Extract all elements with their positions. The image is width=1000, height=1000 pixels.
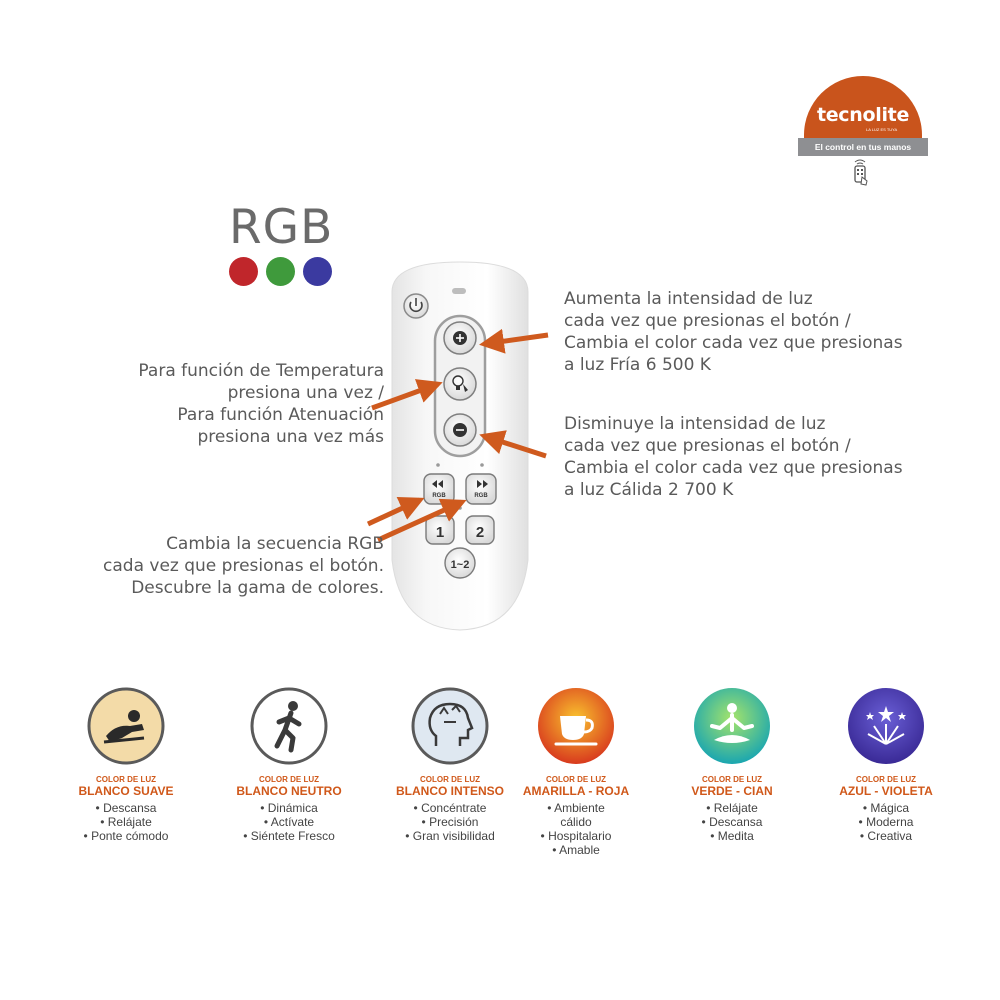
increase-annotation: Aumenta la intensidad de luz cada vez qu… <box>564 289 903 375</box>
power-button <box>403 293 429 319</box>
coffee-cup-icon <box>538 688 614 764</box>
decrease-annotation: Disminuye la intensidad de luz cada vez … <box>564 414 903 500</box>
button-1-2-label: 1~2 <box>451 559 470 571</box>
green-dot <box>266 257 295 286</box>
arrow-increase <box>479 328 549 354</box>
feature-amarilla-roja: COLOR DE LUZ AMARILLA - ROJA • Ambiente … <box>506 686 646 857</box>
button-2 <box>465 515 495 545</box>
remote-hand-icon <box>854 159 868 186</box>
rgb-prev-label: RGB <box>432 493 446 499</box>
rgb-sequence-annotation: Cambia la secuencia RGB cada vez que pre… <box>103 534 384 598</box>
relax-person-icon <box>87 687 165 765</box>
fireworks-icon <box>848 688 924 764</box>
thinking-head-icon <box>411 687 489 765</box>
logo-tagline: El control en tus manos <box>798 138 928 156</box>
button-1-2 <box>444 547 476 579</box>
temperature-annotation: Para función de Temperatura presiona una… <box>138 361 384 447</box>
feature-verde-cian: COLOR DE LUZ VERDE - CIAN • Relájate • D… <box>662 686 802 843</box>
rgb-prev-button <box>423 473 455 505</box>
button-2-label: 2 <box>476 524 484 541</box>
button-1-label: 1 <box>436 524 444 541</box>
plus-button <box>443 321 477 355</box>
rgb-color-dots <box>229 257 332 286</box>
feature-blanco-suave: COLOR DE LUZ BLANCO SUAVE • Descansa • R… <box>56 686 196 843</box>
rgb-next-label: RGB <box>474 493 488 499</box>
minus-button <box>443 413 477 447</box>
arrow-temperature <box>371 379 443 411</box>
tecnolite-logo: tecnolite LA LUZ ES TUYA El control en t… <box>796 76 930 188</box>
feature-blanco-neutro: COLOR DE LUZ BLANCO NEUTRO • Dinámica • … <box>219 686 359 843</box>
rgb-next-button <box>465 473 497 505</box>
arrow-decrease <box>479 430 547 459</box>
running-person-icon <box>250 687 328 765</box>
feature-blanco-intenso: COLOR DE LUZ BLANCO INTENSO • Concéntrat… <box>380 686 520 843</box>
arrow-rgb-right <box>376 498 467 543</box>
temperature-button <box>443 367 477 401</box>
logo-brand: tecnolite <box>816 104 910 126</box>
rgb-title: RGB <box>229 200 334 255</box>
logo-small-tagline: LA LUZ ES TUYA <box>866 127 898 132</box>
meditation-icon <box>694 688 770 764</box>
red-dot <box>229 257 258 286</box>
led-indicator <box>452 288 466 294</box>
arrow-rgb-left <box>366 497 425 527</box>
feature-azul-violeta: COLOR DE LUZ AZUL - VIOLETA • Mágica • M… <box>816 686 956 843</box>
blue-dot <box>303 257 332 286</box>
